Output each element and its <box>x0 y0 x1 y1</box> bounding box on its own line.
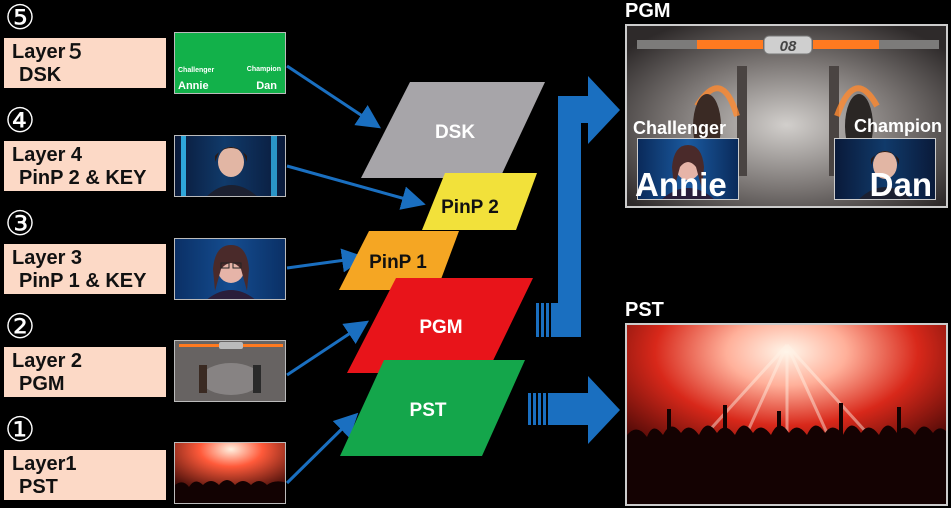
pinp1-layer-label: PinP 1 <box>369 252 427 273</box>
dsk-layer-label: DSK <box>435 122 475 143</box>
pinp2-layer-shape <box>422 173 537 230</box>
champion-camera-image <box>859 151 911 199</box>
connector-pinp1 <box>286 248 366 273</box>
layer5-subtitle: DSK <box>19 64 62 86</box>
layer5-title: Layer５ <box>12 41 86 63</box>
pst-output-label: PST <box>625 299 664 321</box>
dsk-thumb-champion: Champion <box>246 66 281 73</box>
pinp2-thumbnail <box>174 135 286 197</box>
streamer-annie-image <box>175 239 285 299</box>
layer1-title: Layer1 <box>12 453 77 475</box>
layer2-subtitle: PGM <box>19 373 65 395</box>
score-counter: 08 <box>780 38 797 55</box>
pst-concert-image <box>627 325 946 504</box>
pst-layer-label: PST <box>410 400 447 421</box>
dsk-thumb-annie: Annie <box>178 80 209 92</box>
pgm-layer-label: PGM <box>419 317 462 338</box>
pinp1-layer-shape <box>339 231 459 290</box>
layer2-label: Layer 2 PGM <box>4 347 166 397</box>
layer1-number: ① <box>4 410 36 450</box>
pgm-thumbnail <box>174 340 286 402</box>
layer3-subtitle: PinP 1 & KEY <box>19 270 147 292</box>
concert-crowd-image <box>175 443 285 503</box>
layer3-label: Layer 3 PinP 1 & KEY <box>4 244 166 294</box>
pst-output-preview <box>625 323 948 506</box>
connector-pinp2 <box>286 164 426 210</box>
dsk-thumbnail: Challenger Champion Annie Dan <box>174 32 286 94</box>
layer1-subtitle: PST <box>19 476 58 498</box>
pinp1-thumbnail <box>174 238 286 300</box>
challenger-pinp-window <box>637 138 739 200</box>
champion-name-text: Dan <box>869 166 932 203</box>
streamer-dan-image <box>181 136 277 196</box>
pst-output-arrow <box>528 376 620 444</box>
connector-dsk <box>286 64 382 129</box>
champion-pinp-window <box>834 138 936 200</box>
pst-thumbnail <box>174 442 286 504</box>
layer5-number: ⑤ <box>4 0 36 38</box>
challenger-role-text: Challenger <box>633 118 727 138</box>
connector-pgm <box>286 320 370 377</box>
dsk-thumb-dan: Dan <box>256 80 277 92</box>
layer3-number: ③ <box>4 204 36 244</box>
connector-pst <box>285 412 359 485</box>
dsk-layer-shape <box>361 82 545 178</box>
layer5-label: Layer５ DSK <box>4 38 166 88</box>
layer2-title: Layer 2 <box>12 350 83 372</box>
layer4-subtitle: PinP 2 & KEY <box>19 167 147 189</box>
champion-role-text: Champion <box>854 116 942 136</box>
pgm-output-arrow <box>536 76 620 337</box>
layer3-title: Layer 3 <box>12 247 83 269</box>
pgm-layer-shape <box>347 278 533 373</box>
layer2-number: ② <box>4 307 36 347</box>
layer4-label: Layer 4 PinP 2 & KEY <box>4 141 166 191</box>
layer4-number: ④ <box>4 101 36 141</box>
pinp2-layer-label: PinP 2 <box>441 197 499 218</box>
pgm-output-label: PGM <box>625 0 671 22</box>
layer1-label: Layer1 PST <box>4 450 166 500</box>
challenger-camera-image <box>662 145 714 199</box>
challenger-name-text: Annie <box>635 166 727 203</box>
pst-layer-shape <box>340 360 525 456</box>
dsk-thumb-challenger: Challenger <box>178 67 215 74</box>
pgm-output-preview: 08 Challenger Champion Annie Dan <box>625 24 948 208</box>
layer4-title: Layer 4 <box>12 144 83 166</box>
fighting-game-image <box>175 341 285 401</box>
